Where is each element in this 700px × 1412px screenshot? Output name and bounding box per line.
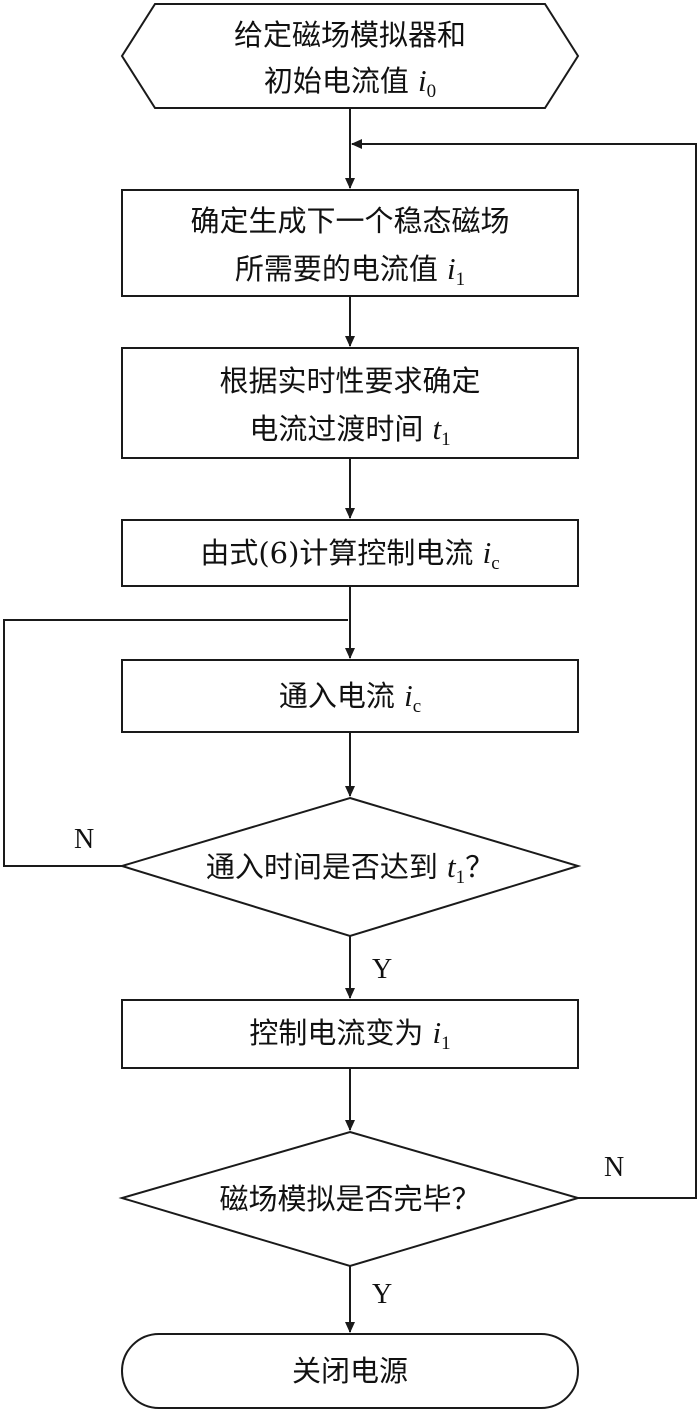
step1-label-line1: 确定生成下一个稳态磁场 bbox=[190, 204, 509, 238]
decision2-no-label: N bbox=[604, 1152, 624, 1183]
step3-label: 由式(6)计算控制电流 ic bbox=[200, 535, 499, 574]
end-label: 关闭电源 bbox=[292, 1354, 408, 1388]
step1-label-line2: 所需要的电流值 i1 bbox=[235, 251, 465, 290]
decision1-no-label: N bbox=[74, 824, 94, 855]
start-label-line2: 初始电流值 i0 bbox=[264, 63, 436, 102]
loop-decision2-no bbox=[351, 139, 697, 1199]
step2-label-line2: 电流过渡时间 t1 bbox=[249, 411, 450, 450]
process-step-next-current: 确定生成下一个稳态磁场 所需要的电流值 i1 bbox=[121, 189, 579, 297]
step5-label: 控制电流变为 i1 bbox=[249, 1015, 450, 1054]
decision-simulation-complete: 磁场模拟是否完毕？ bbox=[118, 1130, 582, 1268]
process-step-apply-current: 通入电流 ic bbox=[121, 659, 579, 733]
decision2-label: 磁场模拟是否完毕？ bbox=[219, 1182, 480, 1216]
process-step-compute-control-current: 由式(6)计算控制电流 ic bbox=[121, 519, 579, 587]
step2-label-line1: 根据实时性要求确定 bbox=[219, 364, 480, 398]
step4-label: 通入电流 ic bbox=[279, 678, 421, 717]
start-label-line1: 给定磁场模拟器和 bbox=[234, 18, 466, 52]
start-node: 给定磁场模拟器和 初始电流值 i0 bbox=[120, 3, 580, 109]
decision-time-reached: 通入时间是否达到 t1？ bbox=[118, 796, 582, 938]
loop-decision1-no bbox=[3, 619, 348, 867]
decision1-yes-label: Y bbox=[372, 954, 392, 985]
process-step-transition-time: 根据实时性要求确定 电流过渡时间 t1 bbox=[121, 347, 579, 459]
decision2-yes-label: Y bbox=[372, 1279, 392, 1310]
decision1-label: 通入时间是否达到 t1？ bbox=[206, 849, 494, 888]
process-step-set-current: 控制电流变为 i1 bbox=[121, 999, 579, 1069]
end-node: 关闭电源 bbox=[121, 1333, 579, 1409]
